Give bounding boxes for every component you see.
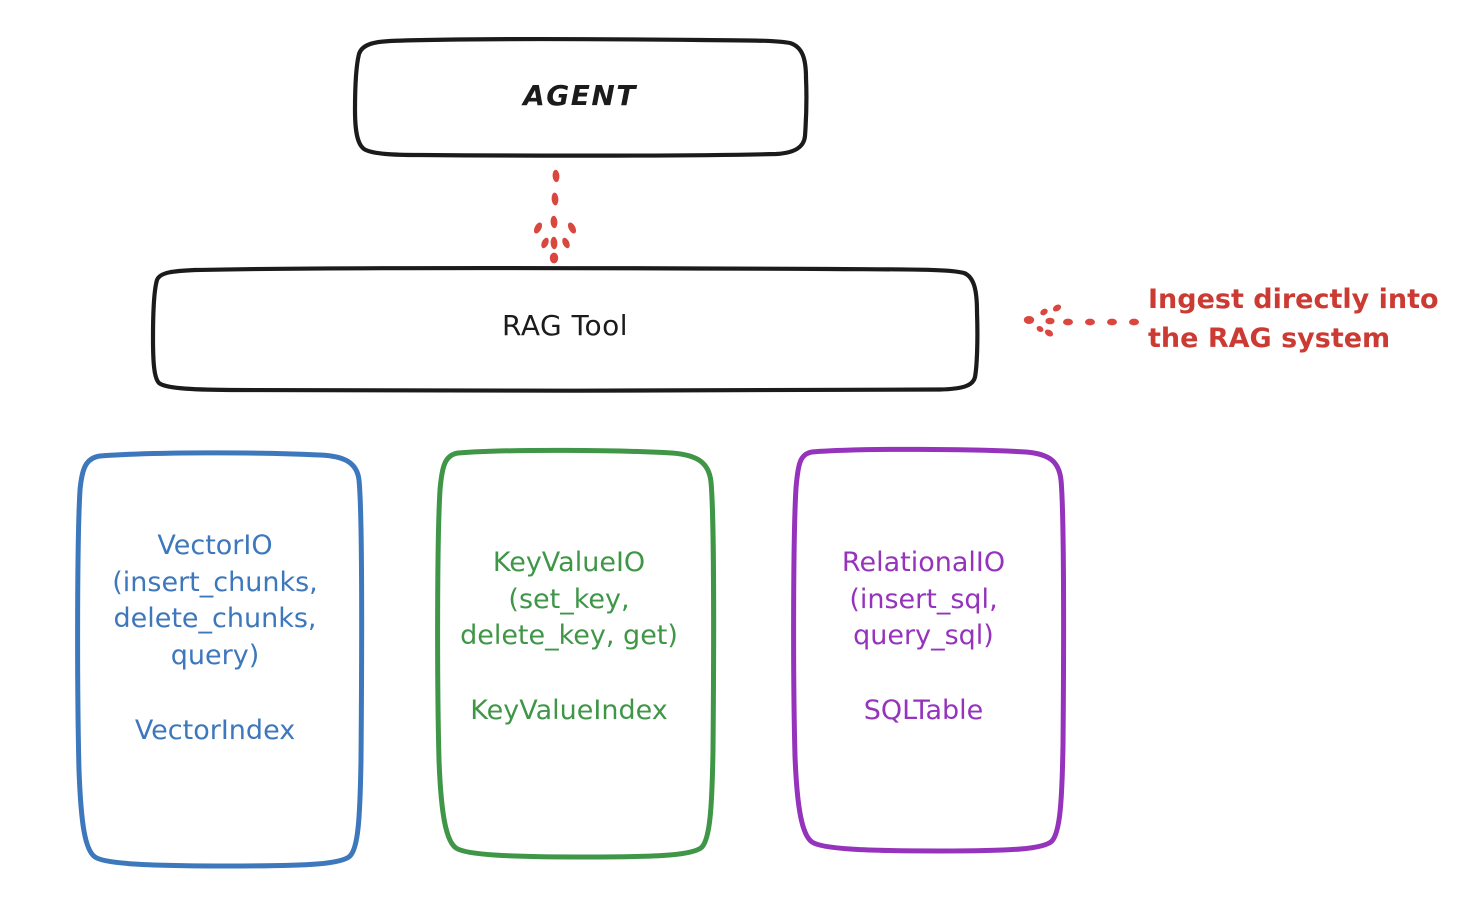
connector-agent-to-rag-tool-icon <box>533 169 577 264</box>
node-rag-tool[interactable] <box>150 265 980 393</box>
node-store-relational[interactable] <box>791 446 1067 854</box>
node-agent[interactable] <box>352 36 809 158</box>
keyvalue-box-outline <box>435 447 717 860</box>
agent-box-outline <box>352 36 809 158</box>
connector-annotation-to-rag-tool-icon <box>1023 304 1139 337</box>
rag-tool-box-outline <box>150 265 980 393</box>
vector-box-outline <box>75 450 365 869</box>
relational-box-outline <box>791 446 1067 854</box>
node-store-vector[interactable] <box>75 450 365 869</box>
node-store-keyvalue[interactable] <box>435 447 717 860</box>
